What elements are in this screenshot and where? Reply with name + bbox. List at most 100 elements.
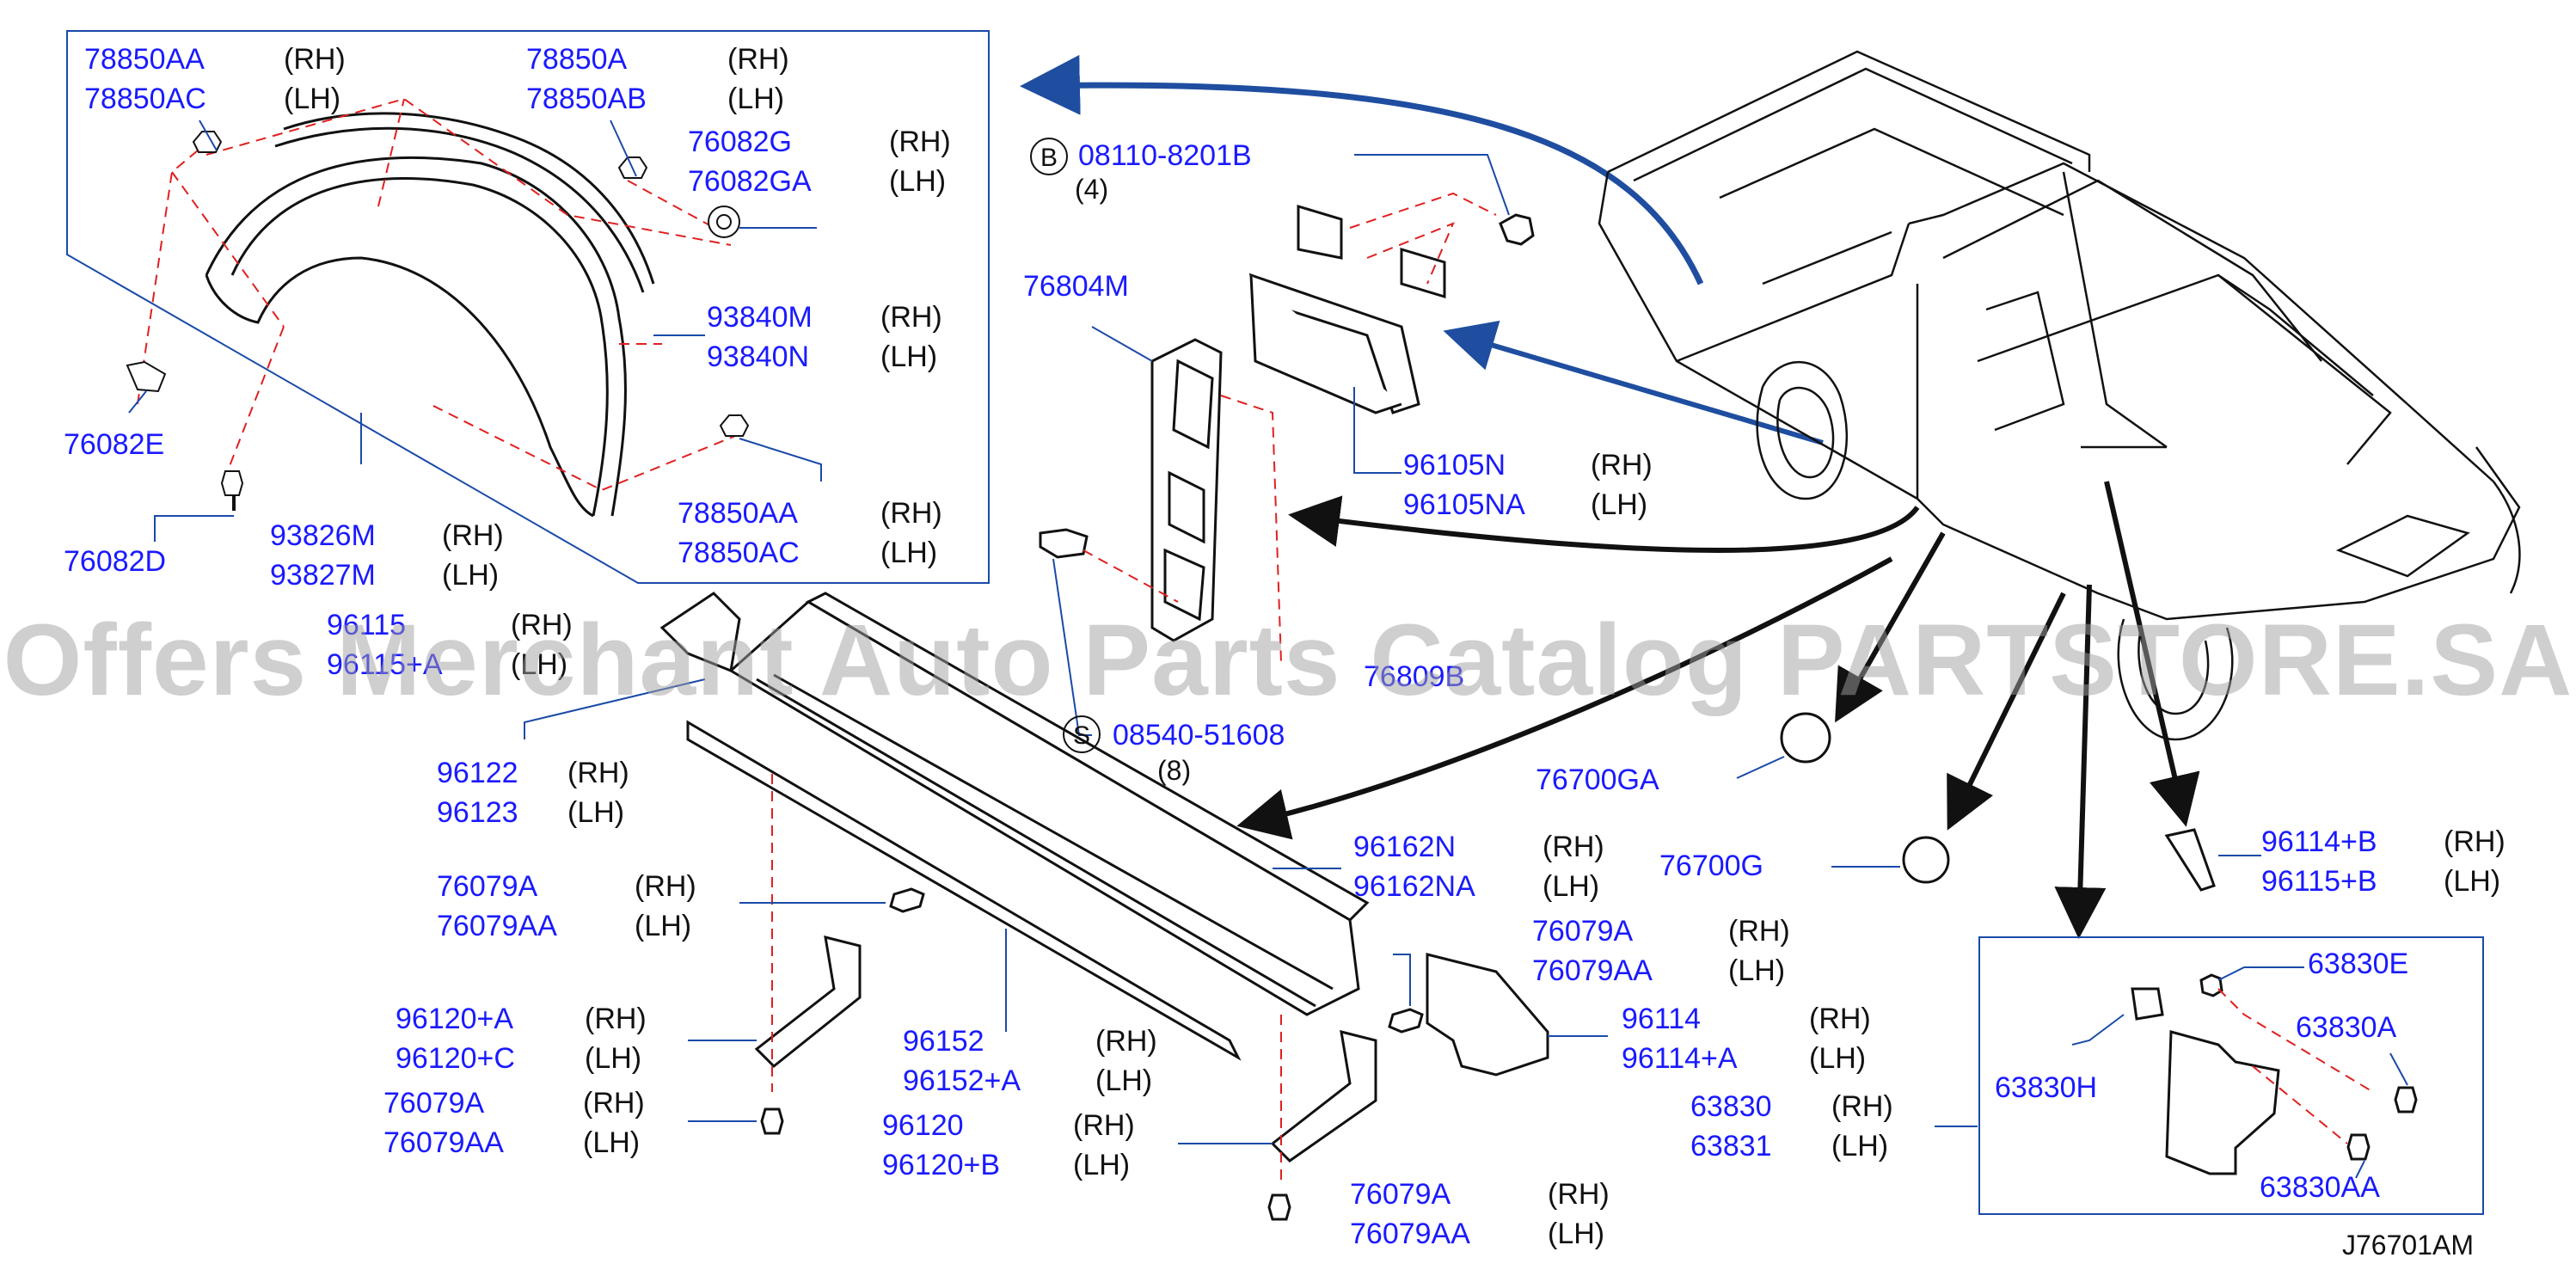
side-rh: (RH) (1728, 915, 1790, 948)
label-93827M[interactable]: 93827M (270, 559, 376, 592)
qty-4: (4) (1075, 174, 1109, 205)
label-96162N[interactable]: 96162N (1353, 831, 1457, 863)
step-pad (1039, 338, 1223, 642)
label-76079A[interactable]: 76079A (1532, 915, 1634, 948)
side-lh: (LH) (585, 1042, 642, 1075)
label-93840M[interactable]: 93840M (707, 301, 813, 334)
side-rh: (RH) (880, 301, 942, 334)
label-76079A[interactable]: 76079A (383, 1087, 485, 1120)
label-96114B[interactable]: 96114+B (2261, 825, 2377, 858)
label-63830A[interactable]: 63830A (2296, 1011, 2397, 1044)
label-96152A[interactable]: 96152+A (903, 1064, 1021, 1097)
side-lh: (LH) (727, 83, 785, 115)
moulding-bracket (659, 592, 741, 673)
fender-fasteners (126, 131, 750, 511)
label-93826M[interactable]: 93826M (270, 519, 376, 552)
plug-g (1902, 836, 1950, 884)
label-78850AC[interactable]: 78850AC (84, 83, 206, 115)
label-78850AB[interactable]: 78850AB (526, 83, 647, 115)
qty-8: (8) (1157, 755, 1192, 786)
arrow-plug-ga (1835, 531, 1946, 723)
label-96114[interactable]: 96114 (1622, 1003, 1702, 1035)
arrow-bracket (1443, 320, 1824, 445)
side-rh: (RH) (635, 870, 696, 903)
label-78850AA-lower[interactable]: 78850AA (678, 497, 798, 530)
label-76079AA[interactable]: 76079AA (437, 910, 557, 942)
label-96120[interactable]: 96120 (882, 1109, 964, 1142)
fender-dash-lines (137, 97, 740, 492)
label-96120C[interactable]: 96120+C (396, 1042, 515, 1075)
label-96115A[interactable]: 96115+A (327, 648, 443, 681)
label-76809B[interactable]: 76809B (1364, 660, 1465, 693)
label-96123[interactable]: 96123 (437, 796, 518, 829)
label-76079AA[interactable]: 76079AA (1532, 954, 1653, 987)
label-96115B[interactable]: 96115+B (2261, 865, 2377, 898)
side-rh: (RH) (727, 43, 789, 76)
arrow-step (1288, 495, 1920, 553)
fender-group-box (66, 30, 990, 584)
side-lh: (LH) (442, 559, 500, 592)
label-63830[interactable]: 63830 (1690, 1090, 1772, 1123)
label-63831[interactable]: 63831 (1690, 1130, 1772, 1163)
label-76079AA[interactable]: 76079AA (383, 1126, 504, 1159)
label-96115[interactable]: 96115 (327, 609, 407, 641)
label-76804M[interactable]: 76804M (1023, 270, 1129, 303)
side-lh: (LH) (511, 648, 568, 681)
mud-flap-rear (2131, 973, 2418, 1175)
side-lh: (LH) (284, 83, 341, 115)
arrow-mudguard (2054, 584, 2107, 939)
side-lh: (LH) (1543, 870, 1600, 903)
mudguard-bracket (1248, 204, 1535, 414)
label-76079A[interactable]: 76079A (437, 870, 538, 903)
label-08540-51608[interactable]: 08540-51608 (1113, 719, 1285, 751)
label-96105N[interactable]: 96105N (1403, 449, 1506, 482)
label-76079AA[interactable]: 76079AA (1350, 1218, 1470, 1250)
mud-flap-front (1426, 953, 1549, 1077)
label-96114A[interactable]: 96114+A (1622, 1042, 1738, 1075)
diagram-code: J76701AM (2342, 1230, 2474, 1261)
label-78850AC-lower[interactable]: 78850AC (678, 537, 800, 569)
label-96152[interactable]: 96152 (903, 1025, 984, 1058)
label-96105NA[interactable]: 96105NA (1403, 488, 1525, 521)
plug-ga (1780, 712, 1831, 764)
label-08110-8201B[interactable]: 08110-8201B (1078, 139, 1252, 172)
label-96120A[interactable]: 96120+A (396, 1003, 514, 1035)
side-lh: (LH) (635, 910, 692, 942)
side-rh: (RH) (889, 126, 951, 158)
side-lh: (LH) (2444, 865, 2501, 898)
wheel-moulding (2164, 828, 2216, 892)
label-63830E[interactable]: 63830E (2308, 948, 2409, 980)
fender-leaders (128, 120, 822, 542)
side-lh: (LH) (1831, 1130, 1889, 1163)
arrow-plug-g (1947, 592, 2066, 831)
side-lh: (LH) (1095, 1064, 1153, 1097)
side-rh: (RH) (1548, 1178, 1610, 1211)
label-76082D[interactable]: 76082D (64, 545, 167, 578)
label-63830AA[interactable]: 63830AA (2260, 1171, 2380, 1204)
label-76082E[interactable]: 76082E (64, 428, 165, 461)
label-76700G[interactable]: 76700G (1659, 850, 1763, 882)
label-96162NA[interactable]: 96162NA (1353, 870, 1475, 903)
side-lh: (LH) (880, 537, 938, 569)
arrow-step-long (1236, 556, 1893, 840)
label-78850AA[interactable]: 78850AA (84, 43, 205, 76)
side-rh: (RH) (880, 497, 942, 530)
label-96120B[interactable]: 96120+B (882, 1149, 1001, 1181)
label-63830H[interactable]: 63830H (1995, 1071, 2098, 1104)
watermark: Offers Merchant Auto Parts Catalog PARTS… (3, 604, 2573, 717)
label-76082GA[interactable]: 76082GA (688, 165, 812, 198)
arrow-moulding (2104, 481, 2200, 827)
label-96122[interactable]: 96122 (437, 757, 518, 789)
label-78850A[interactable]: 78850A (526, 43, 628, 76)
running-board (686, 592, 1370, 1061)
label-76700GA[interactable]: 76700GA (1536, 764, 1659, 796)
label-76082G[interactable]: 76082G (688, 126, 792, 158)
screw-type-s-icon: S (1063, 715, 1101, 753)
side-rh: (RH) (1831, 1090, 1893, 1123)
side-lh: (LH) (567, 796, 625, 829)
label-76079A[interactable]: 76079A (1350, 1178, 1451, 1211)
side-rh: (RH) (1591, 449, 1653, 482)
label-93840N[interactable]: 93840N (707, 340, 810, 373)
support-bracket-left (754, 887, 925, 1135)
